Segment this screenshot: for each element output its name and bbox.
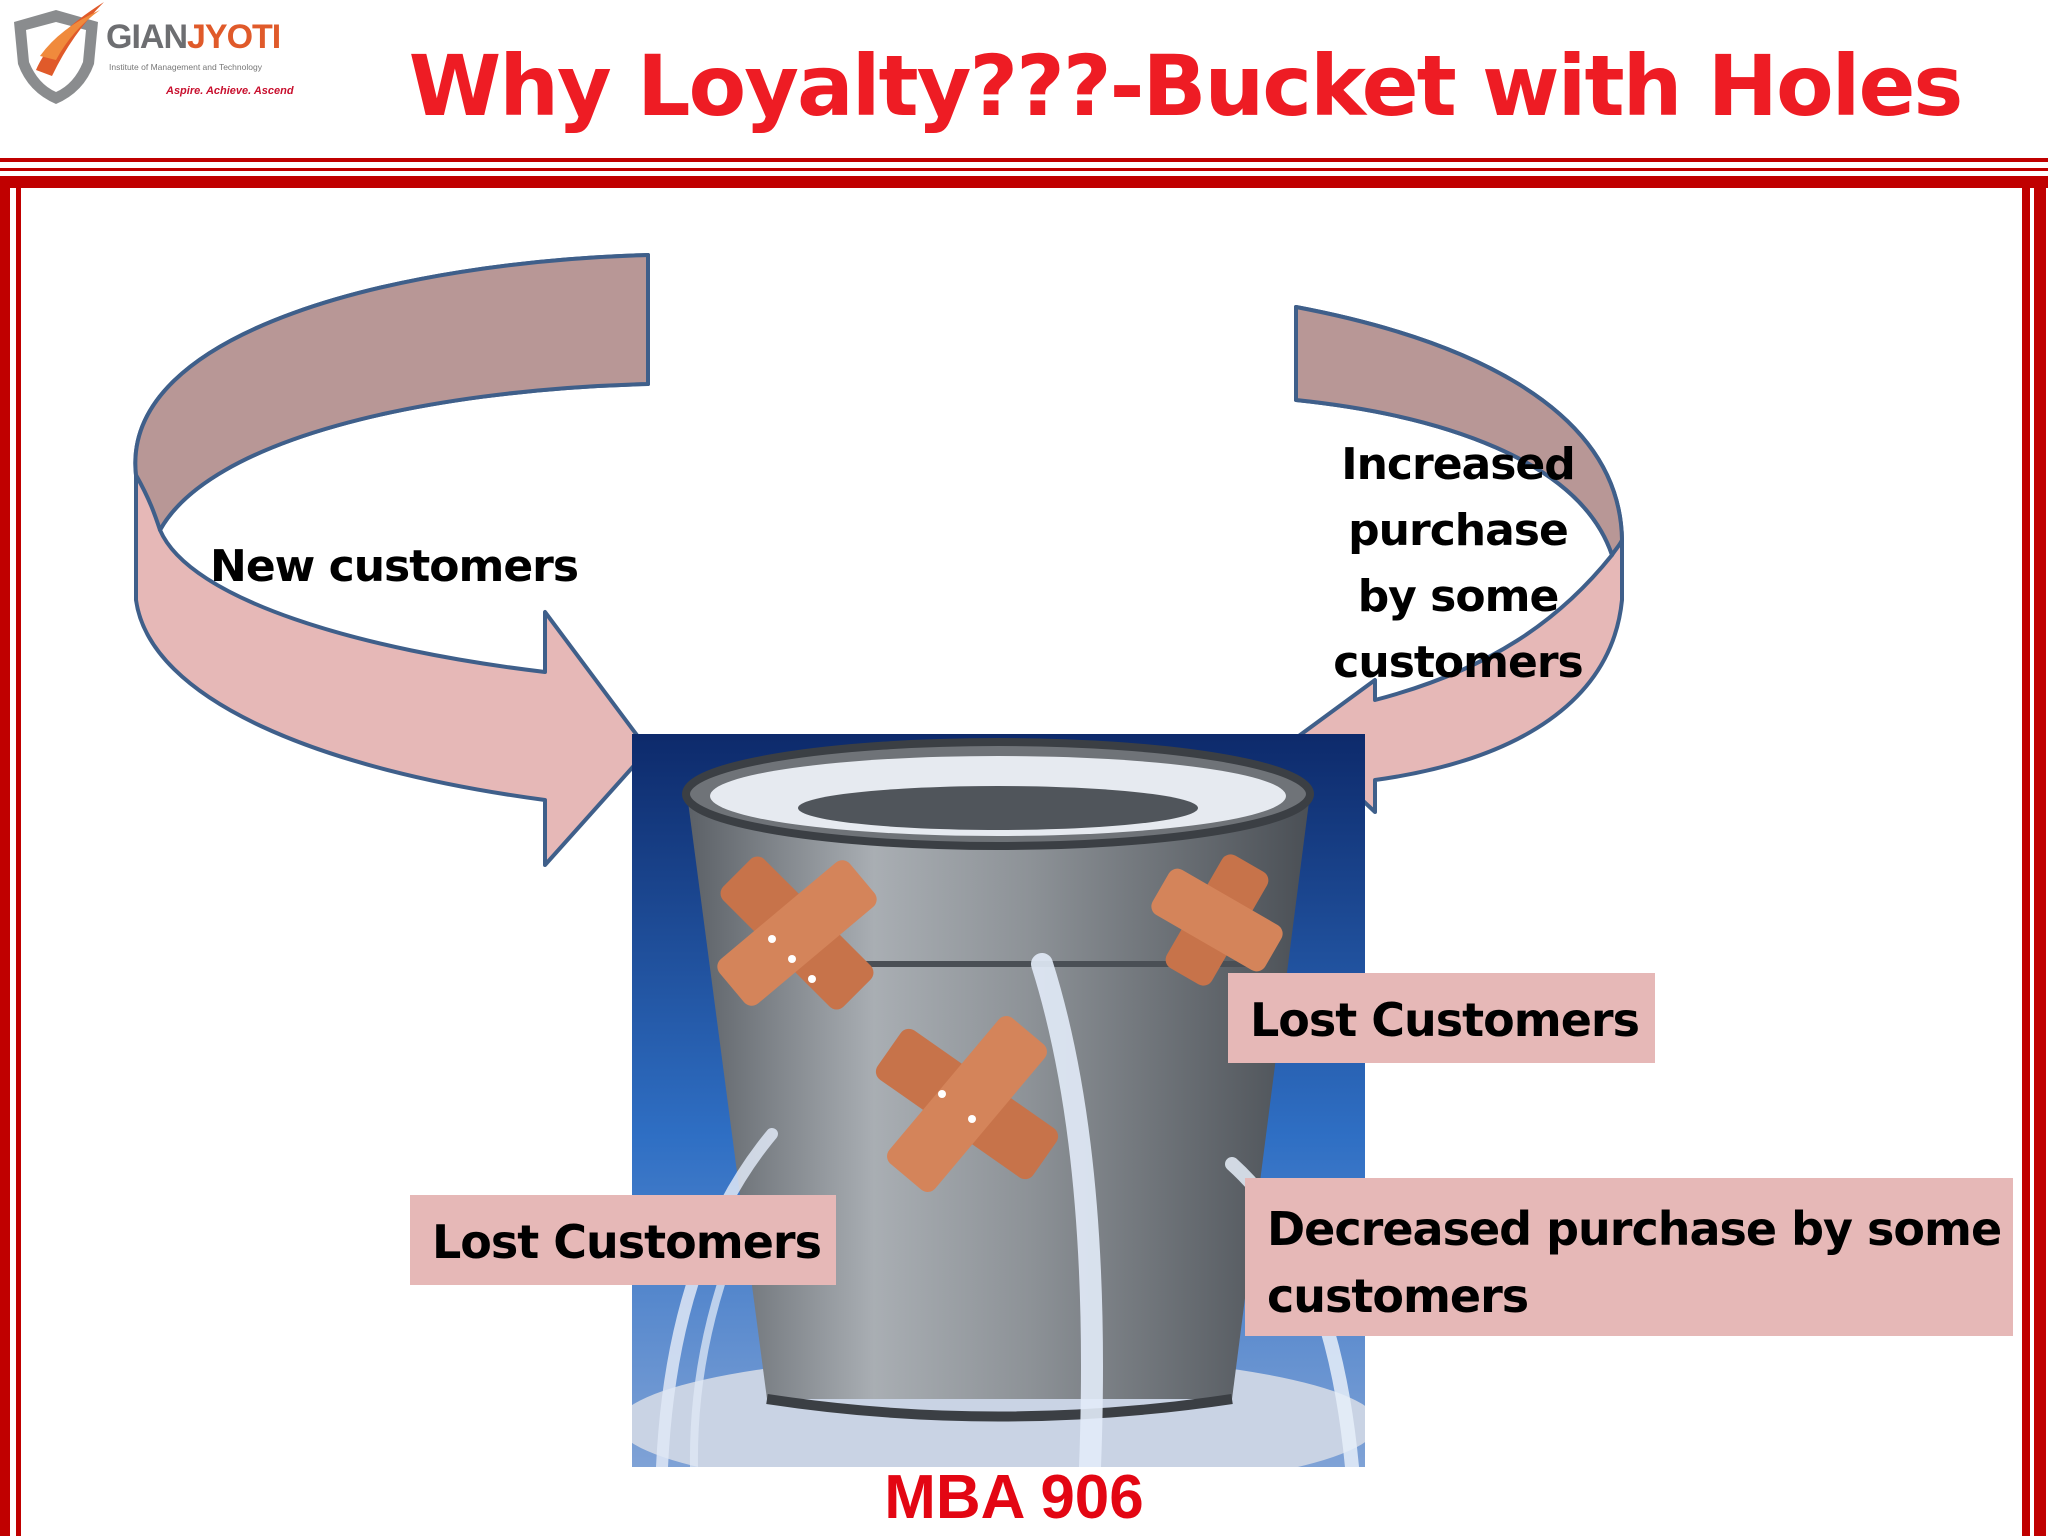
right-border: [2022, 176, 2030, 1536]
top-rule: [0, 158, 2048, 162]
slide-title: Why Loyalty???-Bucket with Holes: [408, 37, 1964, 135]
shield-icon: [14, 2, 104, 104]
water-shadow: [798, 786, 1198, 830]
top-rule: [0, 168, 2048, 171]
increased-purchase-label: Increased purchase by some customers: [1333, 439, 1583, 688]
increased-purchase-arrow: [1294, 305, 1624, 814]
bandage-patch: [717, 856, 877, 1010]
left-border: [16, 176, 21, 1536]
lost-customers-left-box: Lost Customers: [410, 1195, 836, 1285]
right-border: [2034, 176, 2046, 1536]
new-customers-arrow: [133, 253, 650, 867]
new-customers-label: New customers: [210, 541, 579, 592]
left-border: [0, 176, 10, 1536]
logo-tagline: Aspire. Achieve. Ascend: [166, 85, 294, 97]
top-rule: [0, 176, 2048, 188]
bandage-patch: [875, 1016, 1059, 1192]
leaky-bucket-image: [632, 734, 1365, 1467]
lost-customers-right-box: Lost Customers: [1228, 973, 1655, 1063]
logo: GIANJYOTI Institute of Management and Te…: [6, 0, 326, 110]
bandage-patch: [1151, 854, 1283, 986]
decreased-purchase-box: Decreased purchase by some customers: [1245, 1178, 2013, 1336]
logo-subtitle: Institute of Management and Technology: [109, 62, 262, 72]
bucket-base: [766, 1394, 1233, 1422]
logo-name: GIANJYOTI: [106, 18, 281, 56]
course-code-footer: MBA 906: [884, 1463, 1144, 1532]
